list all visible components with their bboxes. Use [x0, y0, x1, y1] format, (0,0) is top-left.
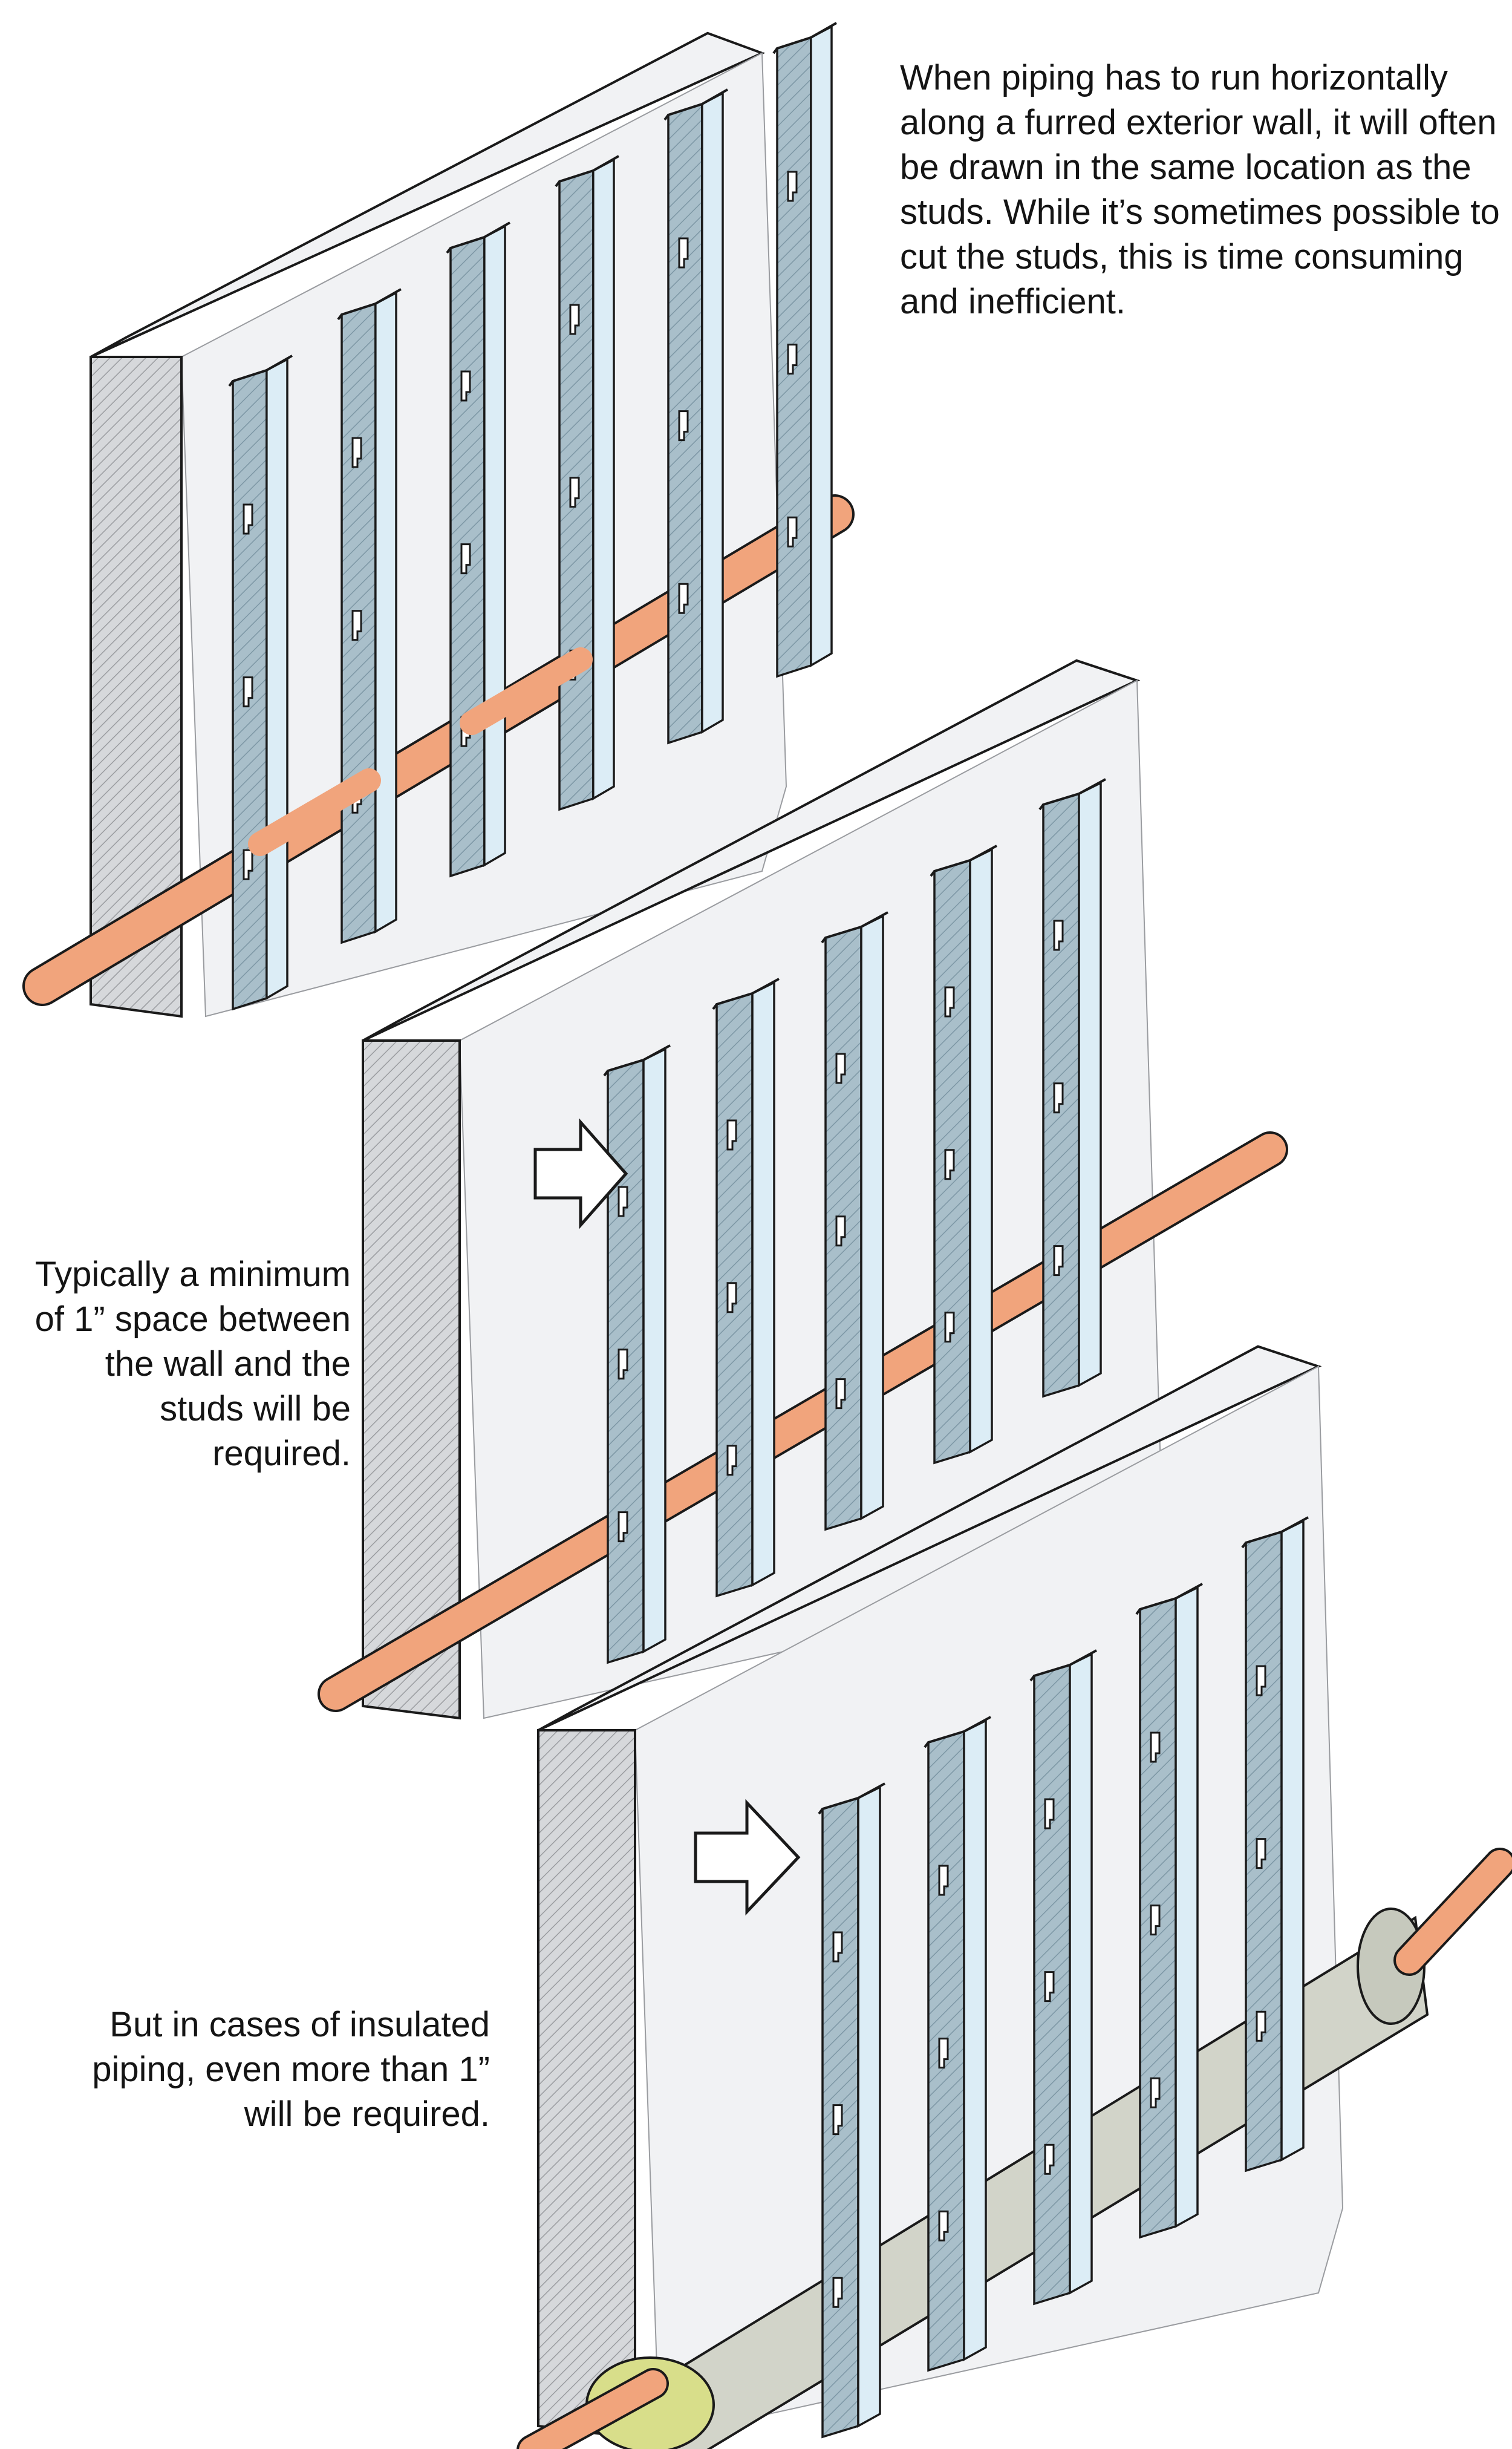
diagram-insulated-piping [516, 1345, 1512, 2449]
metal-stud [930, 845, 997, 1465]
wall-top [362, 659, 1141, 1042]
caption-insulated-piping: But in cases of insulated piping, even m… [92, 2005, 490, 2134]
wall-section [537, 1729, 636, 2440]
metal-stud [821, 911, 888, 1531]
pipe [1396, 1850, 1512, 1973]
metal-stud [1241, 1516, 1309, 2173]
wall-section [90, 356, 183, 1018]
wall-section [362, 1039, 461, 1720]
metal-stud [712, 978, 780, 1598]
pipe [519, 2370, 666, 2449]
metal-stud [603, 1044, 671, 1664]
arrow-icon [694, 1799, 801, 1916]
wall-top [90, 31, 766, 358]
metal-stud [1038, 778, 1106, 1398]
metal-stud [1029, 1649, 1097, 2306]
caption-minimum-space: Typically a minimum of 1” space between … [34, 1255, 351, 1473]
metal-stud [818, 1782, 885, 2439]
metal-stud [555, 155, 619, 811]
pipe-segment [248, 647, 593, 856]
metal-stud [1135, 1583, 1203, 2239]
metal-stud [663, 88, 728, 745]
metal-stud [924, 1716, 991, 2372]
arrow-icon [533, 1118, 628, 1229]
pipe [320, 1134, 1286, 1710]
diagram-one-inch-space [318, 659, 1288, 1720]
metal-stud [772, 22, 837, 678]
metal-stud [337, 288, 402, 944]
metal-stud [446, 221, 510, 878]
diagram-studs-on-wall [22, 22, 855, 1018]
wall-top [538, 1345, 1322, 1731]
metal-stud [228, 355, 293, 1011]
caption-piping-conflict: When piping has to run horizontally alon… [900, 58, 1500, 321]
